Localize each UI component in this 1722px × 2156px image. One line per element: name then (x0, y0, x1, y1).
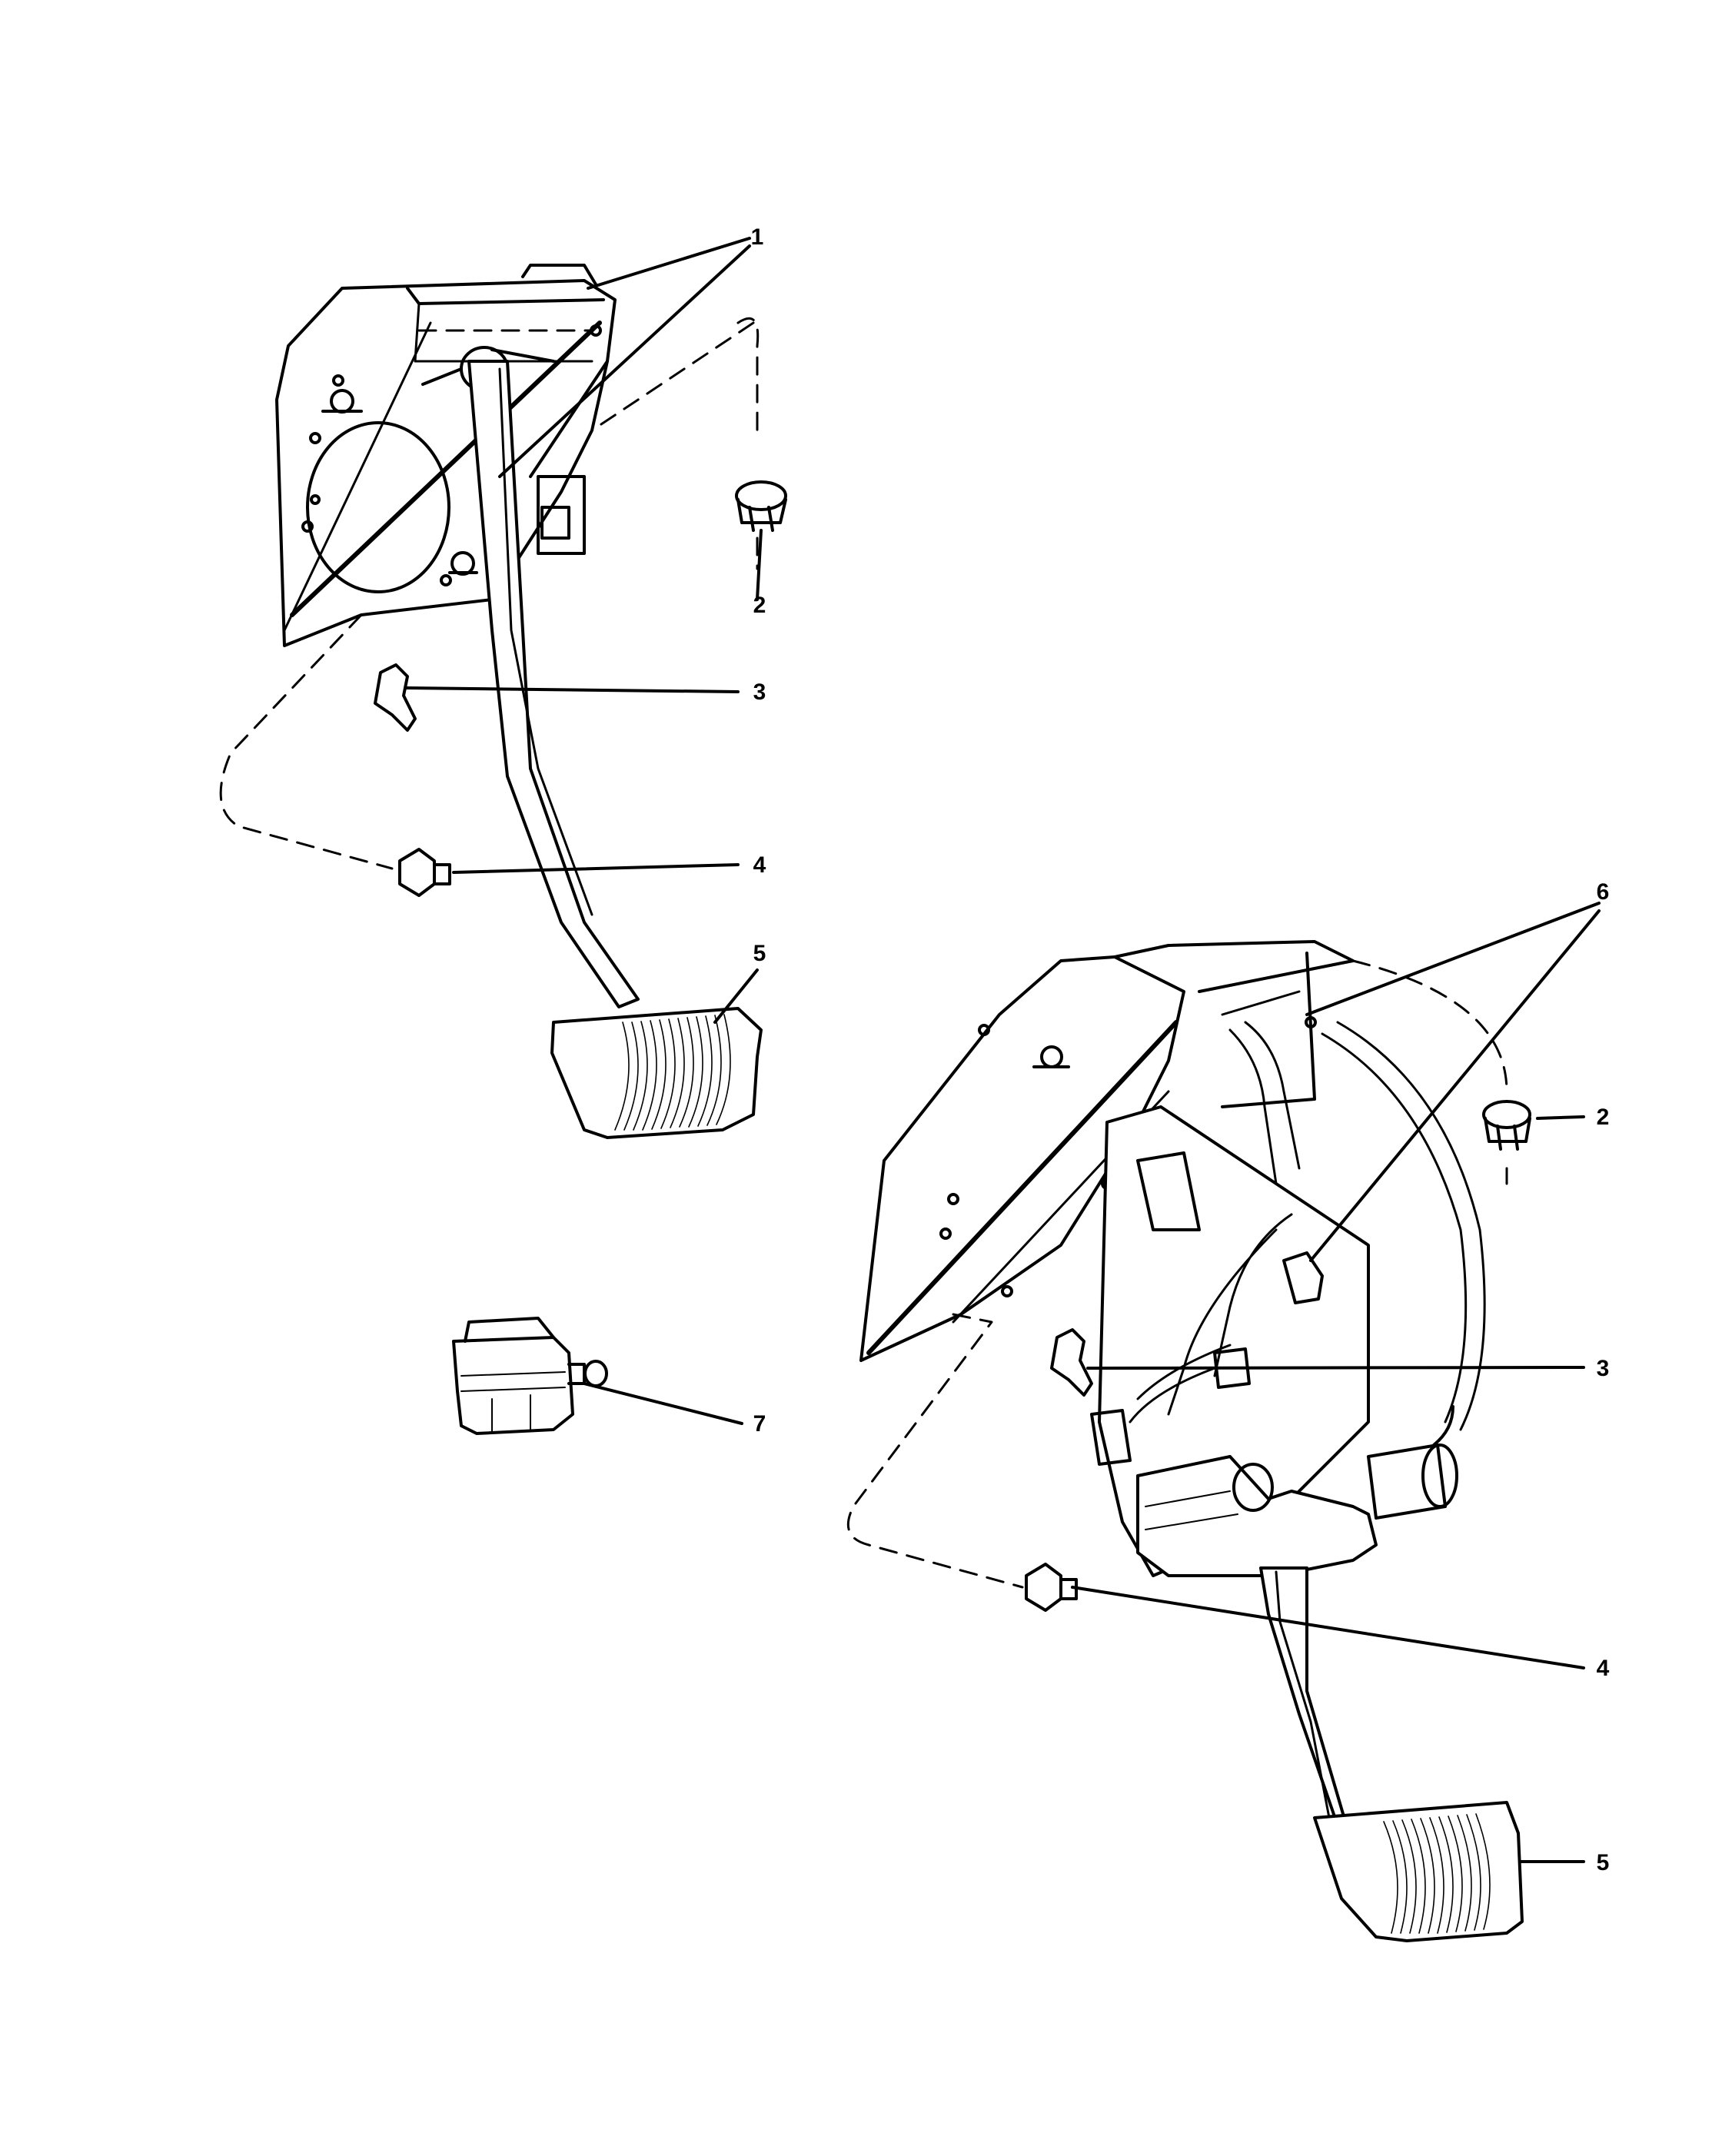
right-wiring-harness (1129, 1021, 1301, 1423)
left-switch-bracket (537, 475, 586, 555)
callout-left-1: 1 (751, 224, 764, 250)
right-clip (1050, 1328, 1093, 1397)
callout-right-6: 6 (1597, 879, 1610, 905)
right-bracket-plate (859, 955, 1185, 1362)
callout-left-2: 2 (753, 593, 766, 618)
right-sensor-block (1136, 1455, 1378, 1577)
callout-left-3: 3 (753, 679, 766, 705)
left-pedal-assembly (219, 264, 787, 1139)
right-pedal-assembly (846, 940, 1531, 1942)
callout-right-4: 4 (1597, 1656, 1610, 1681)
left-booster-opening (306, 421, 450, 593)
right-nut (1025, 1563, 1078, 1612)
callout-right-2: 2 (1597, 1105, 1610, 1130)
left-push-nut (735, 480, 787, 532)
callout-right-5: 5 (1597, 1850, 1610, 1875)
stop-lamp-switch (452, 1317, 608, 1435)
right-push-nut (1482, 1100, 1531, 1151)
left-clip (374, 663, 417, 732)
left-nut (398, 848, 451, 897)
left-pedal-arm (467, 360, 640, 1008)
callout-labels: 1 2 3 4 5 7 6 2 3 4 5 (751, 224, 1610, 1875)
right-cable (1321, 1021, 1486, 1431)
leader-lines (404, 237, 1601, 1863)
right-pedal-pad (1313, 1801, 1524, 1942)
left-bracket-plate (275, 279, 617, 647)
callout-right-3: 3 (1597, 1356, 1610, 1381)
callout-left-7: 7 (753, 1411, 766, 1437)
right-solenoid (1367, 1405, 1458, 1520)
callout-left-4: 4 (753, 852, 766, 878)
callout-left-5: 5 (753, 941, 766, 966)
